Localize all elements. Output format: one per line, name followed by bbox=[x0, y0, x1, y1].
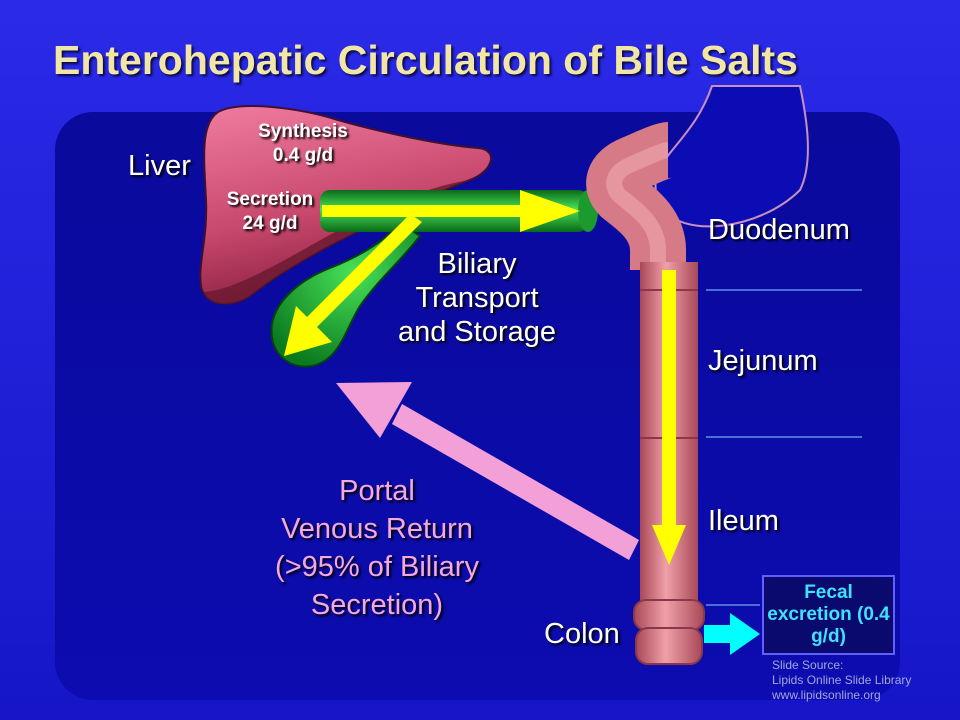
portal-line-1: Portal bbox=[339, 475, 415, 507]
fecal-excretion-label: Fecal excretion (0.4 g/d) bbox=[767, 582, 890, 647]
synthesis-text: Synthesis bbox=[258, 121, 348, 142]
colon-ring-2 bbox=[635, 627, 703, 665]
biliary-line-3: and Storage bbox=[397, 316, 556, 348]
liver-label: Liver bbox=[128, 150, 191, 182]
page-title: Enterohepatic Circulation of Bile Salts bbox=[53, 37, 798, 83]
biliary-line-1: Biliary bbox=[437, 248, 517, 280]
portal-line-2: Venous Return bbox=[281, 513, 473, 545]
portal-return-label: Portal Venous Return (>95% of Biliary Se… bbox=[232, 472, 522, 624]
source-line-1: Slide Source: bbox=[772, 658, 844, 672]
portal-line-3: (>95% of Biliary bbox=[275, 551, 479, 583]
synthesis-label: Synthesis 0.4 g/d bbox=[240, 120, 366, 168]
duodenum-label: Duodenum bbox=[708, 214, 850, 246]
bile-flow-arrow-intestine bbox=[652, 270, 686, 565]
fecal-excretion-box: Fecal excretion (0.4 g/d) bbox=[762, 575, 895, 655]
source-line-3: www.lipidsonline.org bbox=[772, 688, 881, 702]
jejunum-label: Jejunum bbox=[708, 345, 818, 377]
secretion-label: Secretion 24 g/d bbox=[210, 188, 330, 236]
synthesis-rate: 0.4 g/d bbox=[272, 145, 334, 166]
portal-line-4: Secretion) bbox=[310, 589, 444, 621]
colon-ring-1 bbox=[633, 599, 705, 631]
secretion-rate: 24 g/d bbox=[242, 213, 298, 234]
liver-shadow bbox=[204, 180, 470, 304]
biliary-line-2: Transport bbox=[415, 282, 539, 314]
fecal-excretion-arrow bbox=[704, 613, 760, 655]
stomach bbox=[654, 85, 809, 228]
colon-label: Colon bbox=[544, 618, 620, 650]
ileum-label: Ileum bbox=[708, 505, 779, 537]
bile-flow-arrow-gallbladder bbox=[284, 214, 422, 356]
secretion-text: Secretion bbox=[226, 189, 314, 210]
bile-flow-arrow-duct bbox=[322, 190, 580, 232]
source-line-2: Lipids Online Slide Library bbox=[772, 673, 912, 687]
duodenum-highlight bbox=[606, 142, 670, 270]
slide-source: Slide Source: Lipids Online Slide Librar… bbox=[772, 658, 911, 703]
portal-return-arrow bbox=[336, 382, 639, 560]
biliary-transport-label: Biliary Transport and Storage bbox=[372, 247, 582, 349]
